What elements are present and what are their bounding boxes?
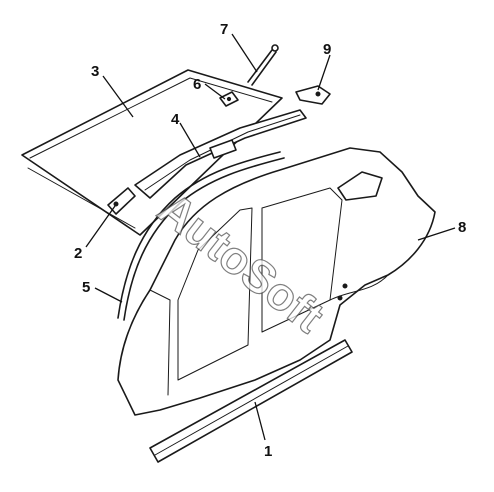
roof-panel — [21, 69, 283, 236]
bracket — [107, 187, 136, 215]
callout-2: 2 — [74, 245, 82, 262]
sill-moulding — [149, 339, 353, 463]
drip-moulding — [117, 151, 285, 321]
callout-5: 5 — [82, 279, 90, 296]
rod — [247, 44, 279, 86]
callout-8: 8 — [458, 219, 466, 236]
callout-4: 4 — [171, 111, 180, 128]
body-side-panel — [117, 147, 436, 416]
callout-1: 1 — [264, 443, 272, 460]
callout-3: 3 — [91, 63, 99, 80]
clip — [219, 91, 239, 107]
rear-bracket — [295, 85, 331, 105]
callout-7: 7 — [220, 21, 228, 38]
callout-6: 6 — [193, 76, 201, 93]
leader-lines — [85, 33, 456, 441]
roof-rail — [134, 109, 307, 199]
callout-9: 9 — [323, 41, 331, 58]
